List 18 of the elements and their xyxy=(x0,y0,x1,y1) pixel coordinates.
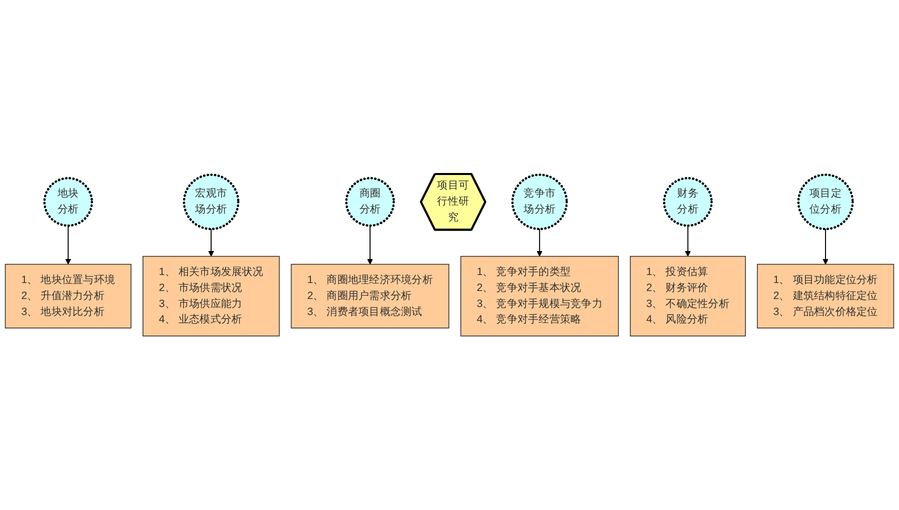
arrow xyxy=(65,225,72,265)
node-box: 1、 相关市场发展状况 2、 市场供需状况 3、 市场供应能力 4、 业态模式分析 xyxy=(142,256,280,336)
arrow xyxy=(208,228,214,257)
node-circle: 财务分析 xyxy=(662,176,713,227)
node-box: 1、 投资估算 2、 财务评价 3、 不确定性分析 4、 风险分析 xyxy=(630,256,746,336)
node-circle: 商圈分析 xyxy=(345,176,395,227)
arrow xyxy=(822,228,828,265)
arrow xyxy=(684,225,691,257)
node-box: 1、 项目功能定位分析 2、 建筑结构特征定位 3、 产品档次价格定位 xyxy=(756,264,894,328)
node-box: 1、 地块位置与环境 2、 升值潜力分析 3、 地块对比分析 xyxy=(4,264,132,328)
node-box: 1、 竞争对手的类型 2、 竞争对手基本状况 3、 竞争对手规模与竞争力 4、 竞争对手经营策略 xyxy=(460,256,619,336)
arrow xyxy=(367,225,373,265)
arrow xyxy=(536,228,542,257)
node-box: 1、 商圈地理经济环境分析 2、 商圈用户需求分析 3、 消费者项目概念测试 xyxy=(290,264,450,328)
node-circle: 竞争市场分析 xyxy=(511,174,568,230)
node-circle: 项目定位分析 xyxy=(797,174,854,230)
node-circle: 宏观市场分析 xyxy=(182,174,240,230)
node-circle: 地块分析 xyxy=(43,176,94,227)
